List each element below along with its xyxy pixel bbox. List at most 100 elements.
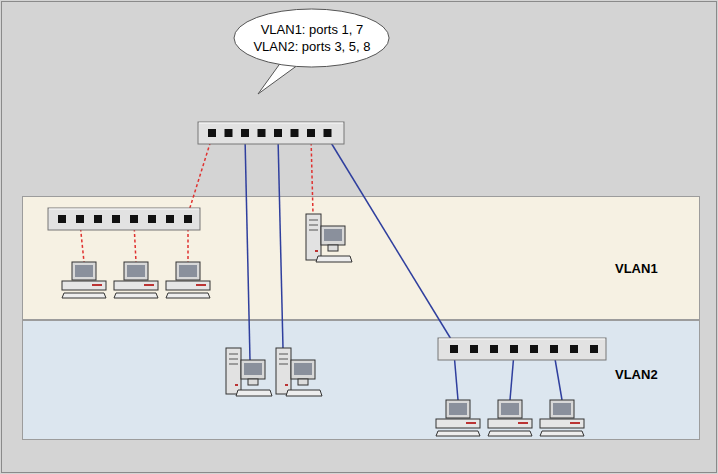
switch-symbol [48,208,200,230]
switch-port [324,129,332,137]
monitor [241,360,265,379]
drive-slot [196,284,206,286]
drive-bay [309,230,318,231]
callout-bubble: VLAN1: ports 1, 7VLAN2: ports 3, 5, 8 [233,8,390,68]
screen [449,403,467,415]
vlan1-link [311,137,313,214]
switch-symbol [438,338,606,360]
monitor [550,400,574,418]
system-unit [436,419,480,428]
system-unit [540,419,584,428]
drive-slot [518,422,528,424]
drive-slot [144,284,154,286]
keyboard [316,256,352,262]
switch-port [570,345,578,353]
monitor [446,400,470,418]
system-unit [488,419,532,428]
switch-port [225,129,233,137]
keyboard [488,431,532,436]
switch-port [184,215,192,223]
drive-bay [229,364,238,365]
callout-text: VLAN1: ports 1, 7 [233,21,390,38]
screen [179,265,197,277]
screen [553,403,571,415]
monitor [321,226,345,245]
tower-case [306,214,321,260]
keyboard [436,431,480,436]
screen [294,363,312,375]
vlan2-link [245,137,250,360]
keyboard [540,431,584,436]
drive-bay [279,364,288,365]
desktop-computer [114,262,158,298]
monitor-stand [248,379,258,385]
drive-bay [309,225,318,226]
desktop-computer [62,262,106,298]
desktop-computer [436,400,480,436]
switch-port [307,129,315,137]
switch-highlight [199,123,343,124]
switch-port [590,345,598,353]
switch-port [208,129,216,137]
drive-bay [279,354,288,355]
vlan2-link [278,137,283,348]
screen [501,403,519,415]
switch-symbol [198,122,344,144]
screen [324,229,342,241]
switch-port [166,215,174,223]
desktop-computer [488,400,532,436]
monitor-stand [328,245,338,251]
system-unit [62,281,106,290]
monitor [124,262,148,280]
screen [75,265,93,277]
monitor [291,360,315,379]
desktop-computer [540,400,584,436]
switch-port [148,215,156,223]
keyboard [236,390,272,396]
drive-slot [570,422,580,424]
tower-computer [306,214,352,262]
switch-port [450,345,458,353]
keyboard [114,293,158,298]
switch-port [94,215,102,223]
switch-port [258,129,266,137]
drive-bay [229,359,238,360]
keyboard [166,293,210,298]
keyboard [62,293,106,298]
drive-bay [229,354,238,355]
drive-slot [466,422,476,424]
monitor [498,400,522,418]
switch-port [291,129,299,137]
keyboard [286,390,322,396]
switch-highlight [439,339,605,340]
power-led [315,250,318,252]
monitor [72,262,96,280]
tower-case [226,348,241,394]
monitor-stand [298,379,308,385]
vlan1-link [188,137,212,214]
screen [127,265,145,277]
system-unit [166,281,210,290]
screen [244,363,262,375]
switch-body [438,338,606,360]
power-led [285,384,288,386]
switch-body [48,208,200,230]
tower-case [276,348,291,394]
switch-highlight [49,209,199,210]
switch-port [530,345,538,353]
switch-port [58,215,66,223]
drive-bay [309,220,318,221]
callout-ellipse [234,9,389,67]
vlan-label: VLAN1 [615,261,658,276]
tower-computer [226,348,272,396]
monitor [176,262,200,280]
switch-port [112,215,120,223]
vlan-label: VLAN2 [615,367,658,382]
drive-bay [279,359,288,360]
tower-computer [276,348,322,396]
switch-port [274,129,282,137]
